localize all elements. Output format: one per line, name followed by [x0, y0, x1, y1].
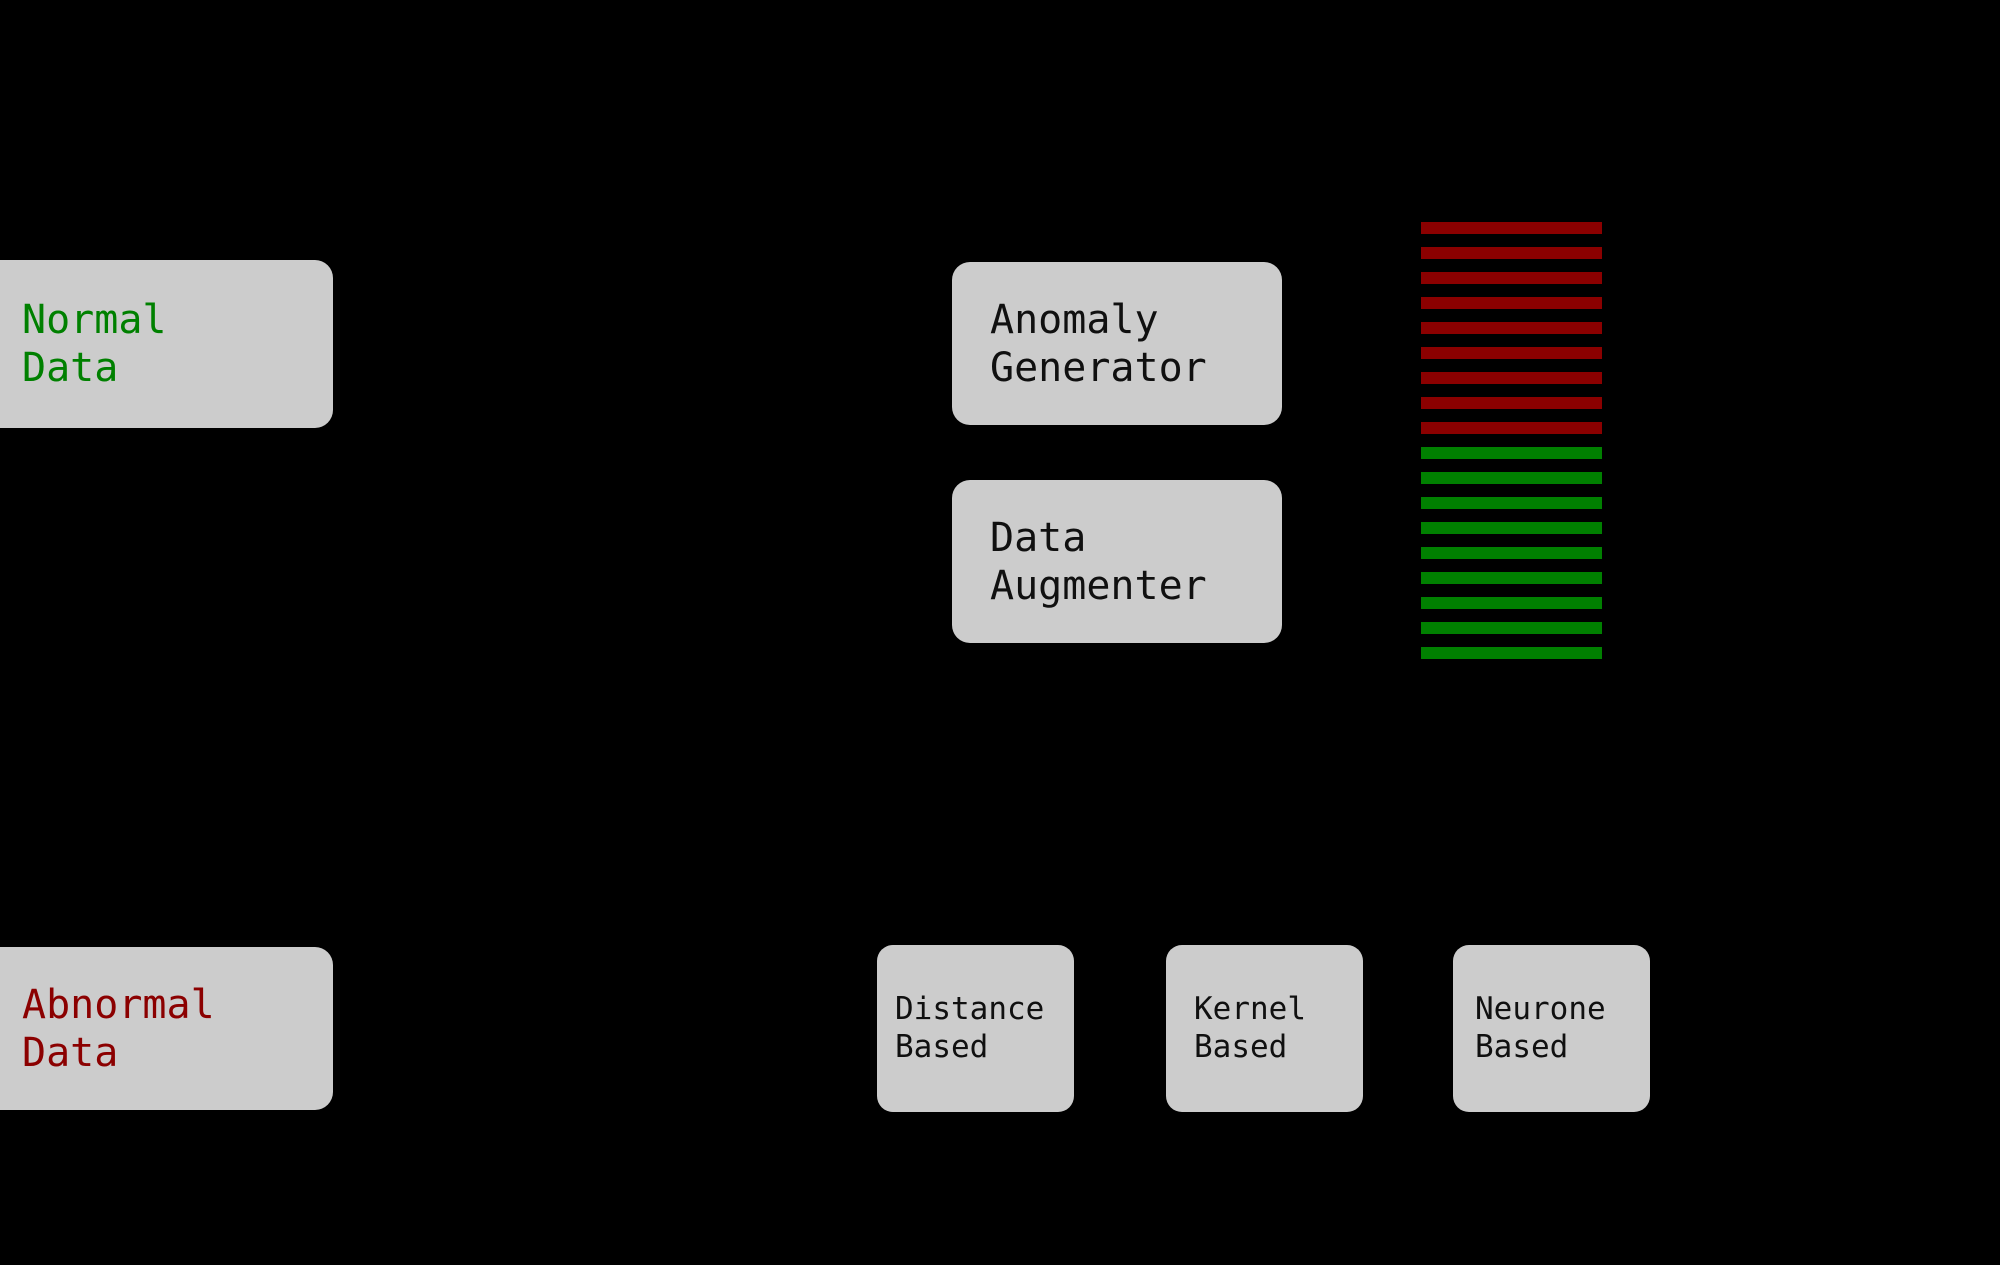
- sample-bar-normal: [1421, 472, 1602, 484]
- node-abnormal-data[interactable]: Abnormal Data: [0, 947, 333, 1110]
- node-neurone-based-label: Neurone Based: [1475, 991, 1606, 1065]
- sample-bar-abnormal: [1421, 222, 1602, 234]
- node-kernel-based[interactable]: Kernel Based: [1166, 945, 1363, 1112]
- sample-bar-normal: [1421, 622, 1602, 634]
- node-distance-based[interactable]: Distance Based: [877, 945, 1074, 1112]
- sample-bar-normal: [1421, 547, 1602, 559]
- sample-bar-abnormal: [1421, 372, 1602, 384]
- sample-bar-abnormal: [1421, 422, 1602, 434]
- node-neurone-based[interactable]: Neurone Based: [1453, 945, 1650, 1112]
- sample-bar-normal: [1421, 522, 1602, 534]
- node-data-augmenter-label: Data Augmenter: [990, 514, 1207, 609]
- node-data-augmenter[interactable]: Data Augmenter: [952, 480, 1282, 643]
- sample-bar-abnormal: [1421, 347, 1602, 359]
- sample-bar-normal: [1421, 497, 1602, 509]
- node-anomaly-generator-label: Anomaly Generator: [990, 296, 1207, 391]
- node-kernel-based-label: Kernel Based: [1194, 991, 1306, 1065]
- node-abnormal-data-label: Abnormal Data: [22, 981, 215, 1076]
- node-anomaly-generator[interactable]: Anomaly Generator: [952, 262, 1282, 425]
- sample-bar-abnormal: [1421, 247, 1602, 259]
- node-normal-data-label: Normal Data: [22, 297, 167, 391]
- sample-bar-abnormal: [1421, 272, 1602, 284]
- sample-bar-normal: [1421, 647, 1602, 659]
- sample-bar-normal: [1421, 572, 1602, 584]
- sample-bar-normal: [1421, 597, 1602, 609]
- sample-bar-abnormal: [1421, 297, 1602, 309]
- node-normal-data[interactable]: Normal Data: [0, 260, 333, 428]
- sample-bar-stack: [1421, 222, 1602, 677]
- node-distance-based-label: Distance Based: [895, 991, 1045, 1065]
- sample-bar-abnormal: [1421, 397, 1602, 409]
- sample-bar-abnormal: [1421, 322, 1602, 334]
- sample-bar-normal: [1421, 447, 1602, 459]
